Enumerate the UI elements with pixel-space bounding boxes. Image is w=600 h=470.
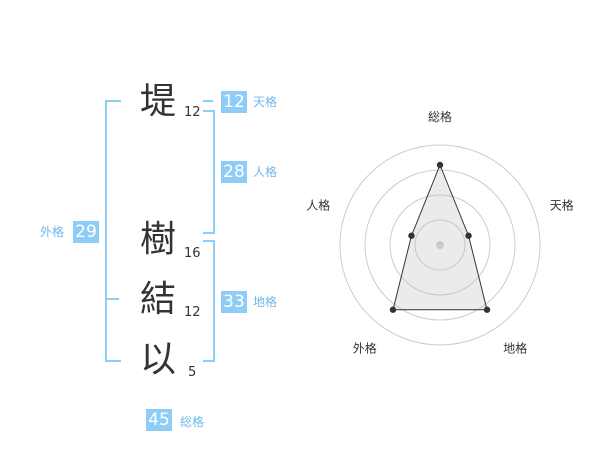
name-char-4: 以 <box>140 339 177 380</box>
gaikaku-bracket-divider <box>105 298 119 300</box>
radar-ring <box>389 194 491 296</box>
radar-axis-label: 外格 <box>353 341 377 356</box>
chikaku-label: 地格 <box>253 295 278 309</box>
stroke-count-2: 16 <box>184 246 201 261</box>
radar-axis-label: 地格 <box>503 341 527 356</box>
chikaku-bracket <box>203 240 215 362</box>
radar-data-polygon <box>392 163 488 311</box>
radar-ring <box>364 169 516 321</box>
radar-data-point <box>483 306 491 313</box>
soukaku-value-badge: 45 <box>146 409 172 431</box>
radar-ring <box>339 144 541 346</box>
jinkaku-label: 人格 <box>253 165 278 179</box>
radar-data-point <box>436 161 444 169</box>
gaikaku-bracket <box>105 100 121 362</box>
radar-data-point <box>465 232 472 239</box>
jinkaku-value-badge: 28 <box>221 161 247 183</box>
soukaku-label: 総格 <box>180 415 205 429</box>
jinkaku-bracket <box>203 110 215 234</box>
stroke-count-1: 12 <box>184 105 201 120</box>
radar-data-point <box>408 232 415 239</box>
radar-ring <box>414 219 466 271</box>
radar-center-dot <box>436 241 444 249</box>
gaikaku-value-badge: 29 <box>73 221 99 243</box>
stroke-count-3: 12 <box>184 305 201 320</box>
radar-axis-label: 総格 <box>428 109 452 124</box>
tenkaku-line <box>203 100 213 102</box>
name-char-3: 結 <box>140 279 177 320</box>
radar-axis-label: 人格 <box>306 197 330 212</box>
radar-axis-label: 天格 <box>550 197 574 212</box>
tenkaku-value-badge: 12 <box>221 91 247 113</box>
tenkaku-label: 天格 <box>253 95 278 109</box>
name-char-1: 堤 <box>140 81 177 122</box>
name-char-2: 樹 <box>140 219 177 260</box>
stroke-count-4: 5 <box>188 365 197 380</box>
radar-data-point <box>389 306 397 313</box>
chikaku-value-badge: 33 <box>221 291 247 313</box>
gaikaku-label: 外格 <box>40 225 65 239</box>
